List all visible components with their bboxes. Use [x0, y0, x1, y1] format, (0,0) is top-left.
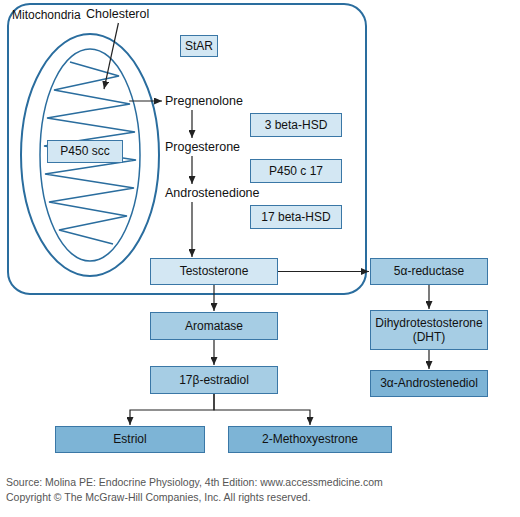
metabolite-box: Estriol	[55, 426, 205, 453]
node-text: StAR	[185, 39, 213, 53]
enzyme-box: 17 beta-HSD	[250, 205, 342, 229]
reaction-arrow	[191, 156, 192, 184]
source-note: Source: Molina PE: Endocrine Physiology,…	[6, 476, 514, 488]
node-text: 2-Methoxyestrone	[262, 432, 358, 446]
node-text: 3α-Androstenediol	[380, 376, 478, 390]
enzyme-box: P450 scc	[47, 140, 123, 163]
hormone-box: Dihydrotestosterone (DHT)	[370, 310, 488, 350]
reaction-arrow	[214, 394, 310, 425]
reaction-arrow	[428, 285, 429, 309]
reaction-arrow	[191, 202, 192, 257]
reaction-arrow	[130, 394, 214, 425]
enzyme-box: 5α-reductase	[370, 258, 488, 285]
metabolite-label: Progesterone	[165, 139, 255, 155]
reaction-arrow	[213, 285, 214, 311]
node-text: Androstenedione	[165, 186, 260, 201]
reaction-arrow	[428, 350, 429, 369]
reaction-arrow	[278, 271, 369, 272]
node-text: Aromatase	[185, 319, 243, 333]
hormone-box: 17β-estradiol	[150, 366, 278, 394]
source-note: Copyright © The McGraw-Hill Companies, I…	[6, 491, 514, 503]
node-text: Testosterone	[180, 264, 249, 278]
enzyme-box: 3 beta-HSD	[250, 113, 342, 137]
metabolite-box: 2-Methoxyestrone	[228, 426, 392, 453]
reaction-arrow	[104, 23, 118, 89]
node-text: 3 beta-HSD	[265, 118, 328, 132]
cell-outline	[8, 4, 366, 294]
metabolite-label: Pregnenolone	[165, 93, 255, 109]
node-text: Estriol	[113, 432, 146, 446]
inner-membrane	[40, 49, 140, 261]
metabolite-label: Cholesterol	[86, 6, 158, 22]
organelle-ellipse: MitochondriaP450 scc	[20, 33, 160, 277]
cristae-zigzag	[44, 62, 136, 244]
enzyme-box: Aromatase	[150, 312, 278, 340]
outer-membrane	[21, 34, 159, 276]
metabolite-label: Androstenedione	[165, 185, 275, 201]
node-text: P450 scc	[60, 144, 109, 158]
node-text: 17 beta-HSD	[261, 210, 330, 224]
reaction-arrow	[129, 100, 162, 101]
metabolite-box: 3α-Androstenediol	[370, 370, 488, 397]
organelle-name: Mitochondria	[12, 8, 81, 22]
node-text: Cholesterol	[86, 7, 149, 22]
reaction-arrow	[213, 340, 214, 365]
node-text: 5α-reductase	[394, 264, 464, 278]
reaction-arrow	[191, 110, 192, 138]
node-text: P450 c 17	[269, 164, 323, 178]
enzyme-box: StAR	[180, 35, 218, 57]
node-text: Progesterone	[165, 140, 240, 155]
node-text: Dihydrotestosterone (DHT)	[374, 316, 484, 345]
hormone-box: Testosterone	[150, 258, 278, 285]
enzyme-box: P450 c 17	[250, 159, 342, 183]
node-text: Pregnenolone	[165, 94, 243, 109]
node-text: 17β-estradiol	[179, 373, 249, 387]
